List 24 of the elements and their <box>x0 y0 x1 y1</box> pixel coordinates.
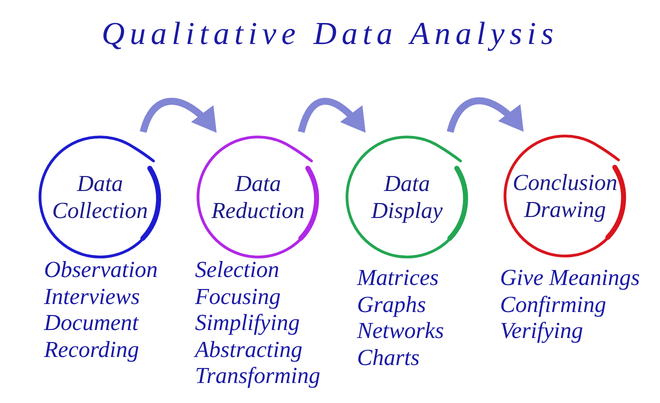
diagram-title: Qualitative Data Analysis <box>102 14 558 52</box>
list-item: Networks <box>357 318 444 344</box>
curved-arrow <box>140 98 219 134</box>
list-item: Selection <box>195 257 280 284</box>
list-item: Graphs <box>357 292 426 318</box>
list-item: Document <box>44 310 139 336</box>
list-item: Verifying <box>500 318 584 344</box>
list-item: Give Meanings <box>500 265 640 292</box>
list-item: Abstracting <box>195 336 302 363</box>
list-item: Interviews <box>44 284 140 310</box>
list-item: Charts <box>357 344 420 371</box>
list-item: Observation <box>44 257 158 284</box>
curved-arrow <box>298 98 368 134</box>
curved-arrow <box>446 97 526 134</box>
list-item: Matrices <box>357 265 439 292</box>
list-item: Simplifying <box>195 310 300 336</box>
stage-label: Data Display <box>371 170 443 224</box>
list-item: Recording <box>44 336 139 363</box>
list-item: Confirming <box>500 292 606 318</box>
list-item: Focusing <box>195 284 281 310</box>
stage-label: Data Reduction <box>211 170 305 224</box>
list-item: Transforming <box>195 363 320 390</box>
stage-label: Conclusion Drawing <box>512 169 618 223</box>
stage-label: Data Collection <box>52 170 148 224</box>
